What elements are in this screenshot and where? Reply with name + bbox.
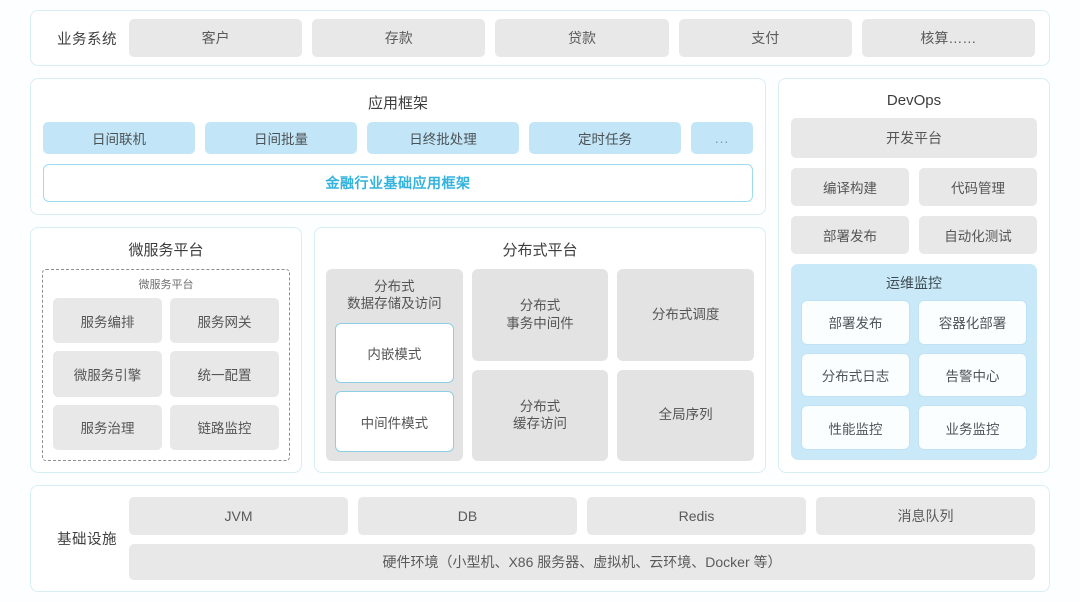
devops-card: DevOps 开发平台 编译构建 代码管理 部署发布 自动化测试 运维监控 部署… bbox=[778, 78, 1050, 473]
ops-monitor-grid: 部署发布 容器化部署 分布式日志 告警中心 性能监控 业务监控 bbox=[801, 300, 1027, 450]
microservice-platform-card: 微服务平台 微服务平台 服务编排 服务网关 微服务引擎 统一配置 服务治理 链路… bbox=[30, 227, 302, 473]
storage-mode-middleware[interactable]: 中间件模式 bbox=[335, 391, 454, 452]
microservice-items-grid: 服务编排 服务网关 微服务引擎 统一配置 服务治理 链路监控 bbox=[53, 298, 279, 450]
devops-item-automated-test[interactable]: 自动化测试 bbox=[919, 216, 1037, 254]
infrastructure-item-redis[interactable]: Redis bbox=[587, 497, 806, 535]
infrastructure-item-jvm[interactable]: JVM bbox=[129, 497, 348, 535]
devops-items-grid: 编译构建 代码管理 部署发布 自动化测试 bbox=[791, 168, 1037, 254]
middle-region: 应用框架 日间联机 日间批量 日终批处理 定时任务 ... 金融行业基础应用框架… bbox=[30, 78, 1050, 473]
microservice-item-trace-monitor[interactable]: 链路监控 bbox=[170, 404, 279, 450]
distributed-cell-cache-access-text: 分布式 缓存访问 bbox=[513, 398, 567, 433]
distributed-storage-title: 分布式 数据存储及访问 bbox=[335, 277, 454, 315]
distributed-cell-cache-access[interactable]: 分布式 缓存访问 bbox=[471, 369, 609, 461]
devops-column: DevOps 开发平台 编译构建 代码管理 部署发布 自动化测试 运维监控 部署… bbox=[778, 78, 1050, 473]
framework-pill-daytime-online[interactable]: 日间联机 bbox=[43, 122, 195, 154]
microservice-item-engine[interactable]: 微服务引擎 bbox=[53, 351, 162, 397]
devops-title: DevOps bbox=[886, 92, 942, 109]
distributed-platform-grid: 分布式 数据存储及访问 内嵌模式 中间件模式 分布式 事务中间件 bbox=[326, 269, 754, 461]
infrastructure-body: JVM DB Redis 消息队列 硬件环境（小型机、X86 服务器、虚拟机、云… bbox=[129, 497, 1035, 580]
microservice-inner-label: 微服务平台 bbox=[138, 279, 194, 291]
application-framework-title: 应用框架 bbox=[367, 95, 428, 112]
microservice-platform-title: 微服务平台 bbox=[128, 242, 204, 259]
business-item-deposit[interactable]: 存款 bbox=[312, 19, 486, 57]
microservice-item-unified-config[interactable]: 统一配置 bbox=[170, 351, 279, 397]
distributed-storage-column: 分布式 数据存储及访问 内嵌模式 中间件模式 bbox=[326, 269, 463, 461]
microservice-item-governance[interactable]: 服务治理 bbox=[53, 404, 162, 450]
infrastructure-items: JVM DB Redis 消息队列 bbox=[129, 497, 1035, 535]
ops-item-performance-monitor[interactable]: 性能监控 bbox=[801, 405, 910, 450]
base-application-framework[interactable]: 金融行业基础应用框架 bbox=[43, 164, 753, 202]
devops-item-build[interactable]: 编译构建 bbox=[791, 168, 909, 206]
application-framework-card: 应用框架 日间联机 日间批量 日终批处理 定时任务 ... 金融行业基础应用框架 bbox=[30, 78, 766, 215]
business-item-customer[interactable]: 客户 bbox=[129, 19, 303, 57]
microservice-item-orchestration[interactable]: 服务编排 bbox=[53, 298, 162, 344]
business-item-payment[interactable]: 支付 bbox=[678, 19, 852, 57]
application-framework-pills: 日间联机 日间批量 日终批处理 定时任务 ... bbox=[43, 122, 753, 154]
distributed-storage-title-line2: 数据存储及访问 bbox=[347, 295, 442, 311]
lower-platform-row: 微服务平台 微服务平台 服务编排 服务网关 微服务引擎 统一配置 服务治理 链路… bbox=[30, 227, 766, 473]
cell-0-line1: 分布式 bbox=[519, 298, 561, 314]
distributed-cell-transaction-middleware-text: 分布式 事务中间件 bbox=[506, 297, 574, 332]
ops-item-container-deploy[interactable]: 容器化部署 bbox=[918, 300, 1027, 345]
business-item-loan[interactable]: 贷款 bbox=[495, 19, 669, 57]
distributed-cell-global-sequence[interactable]: 全局序列 bbox=[617, 369, 754, 461]
microservice-item-gateway[interactable]: 服务网关 bbox=[170, 298, 279, 344]
devops-item-deploy-release[interactable]: 部署发布 bbox=[791, 216, 909, 254]
cell-0-line2: 事务中间件 bbox=[506, 315, 574, 331]
framework-pill-more[interactable]: ... bbox=[691, 122, 753, 154]
cell-2-line1: 分布式 bbox=[519, 398, 561, 414]
distributed-cell-transaction-middleware[interactable]: 分布式 事务中间件 bbox=[471, 269, 609, 361]
infrastructure-item-message-queue[interactable]: 消息队列 bbox=[816, 497, 1035, 535]
ops-monitor-box: 运维监控 部署发布 容器化部署 分布式日志 告警中心 性能监控 业务监控 bbox=[791, 264, 1037, 460]
microservice-inner-box: 微服务平台 服务编排 服务网关 微服务引擎 统一配置 服务治理 链路监控 bbox=[42, 269, 290, 461]
platform-column: 应用框架 日间联机 日间批量 日终批处理 定时任务 ... 金融行业基础应用框架… bbox=[30, 78, 766, 473]
framework-pill-daytime-batch[interactable]: 日间批量 bbox=[205, 122, 357, 154]
business-item-accounting[interactable]: 核算…… bbox=[861, 19, 1036, 57]
ops-item-business-monitor[interactable]: 业务监控 bbox=[918, 405, 1027, 450]
ops-item-distributed-log[interactable]: 分布式日志 bbox=[801, 352, 910, 398]
business-system-items: 客户 存款 贷款 支付 核算…… bbox=[129, 19, 1036, 57]
storage-mode-embedded[interactable]: 内嵌模式 bbox=[335, 322, 454, 384]
framework-pill-scheduled-task[interactable]: 定时任务 bbox=[529, 122, 681, 154]
infrastructure-label: 基础设施 bbox=[57, 532, 117, 548]
ops-item-deploy-release[interactable]: 部署发布 bbox=[801, 300, 910, 345]
devops-dev-platform[interactable]: 开发平台 bbox=[791, 118, 1037, 158]
business-system-row: 业务系统 客户 存款 贷款 支付 核算…… bbox=[30, 10, 1050, 66]
ops-item-alert-center[interactable]: 告警中心 bbox=[918, 352, 1027, 398]
infrastructure-row: 基础设施 JVM DB Redis 消息队列 硬件环境（小型机、X86 服务器、… bbox=[30, 485, 1050, 592]
distributed-platform-title: 分布式平台 bbox=[502, 242, 578, 259]
devops-item-code-management[interactable]: 代码管理 bbox=[919, 168, 1037, 206]
framework-pill-eod-batch[interactable]: 日终批处理 bbox=[367, 122, 519, 154]
business-system-label: 业务系统 bbox=[57, 31, 117, 48]
infrastructure-hardware[interactable]: 硬件环境（小型机、X86 服务器、虚拟机、云环境、Docker 等） bbox=[129, 544, 1035, 580]
distributed-storage-title-line1: 分布式 bbox=[374, 279, 415, 294]
cell-2-line2: 缓存访问 bbox=[512, 416, 567, 432]
ops-monitor-title: 运维监控 bbox=[886, 275, 942, 291]
infrastructure-item-db[interactable]: DB bbox=[358, 497, 577, 535]
distributed-cell-scheduling[interactable]: 分布式调度 bbox=[617, 269, 754, 361]
distributed-platform-card: 分布式平台 分布式 数据存储及访问 内嵌模式 中间件模式 bbox=[314, 227, 766, 473]
